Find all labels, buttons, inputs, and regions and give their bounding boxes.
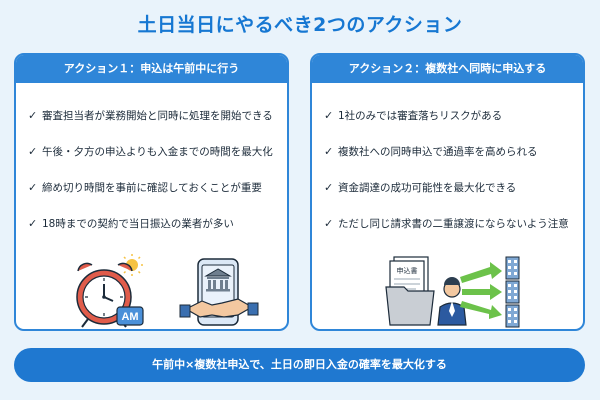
list-item-label: 資金調達の成功可能性を最大化できる [338,181,517,194]
alarm-clock-icon: AM [76,254,144,328]
list-item-label: 18時までの契約で当日振込の業者が多い [42,217,234,230]
check-icon: ✓ [324,144,334,158]
check-icon: ✓ [324,216,334,230]
am-badge: AM [121,311,138,323]
handshake-bank-phone-icon [179,258,259,326]
list-item: ✓ 資金調達の成功可能性を最大化できる [324,169,583,205]
list-item-label: ただし同じ請求書の二重譲渡にならないよう注意 [338,217,569,230]
check-icon: ✓ [28,144,38,158]
action-2-illustration: 申込書 [385,256,520,328]
folder-icon: 申込書 [385,256,435,326]
list-item-label: 締め切り時間を事前に確認しておくことが重要 [42,181,262,194]
building-icon [505,256,520,328]
list-item-label: 午後・夕方の申込よりも入金までの時間を最大化 [42,145,273,158]
list-item: ✓ 1社のみでは審査落ちリスクがある [324,97,583,133]
action-1-list: ✓ 審査担当者が業務開始と同時に処理を開始できる ✓ 午後・夕方の申込よりも入金まで… [16,83,287,241]
list-item-label: 1社のみでは審査落ちリスクがある [338,109,503,122]
action-2-header: アクション２：複数社へ同時に申込する [312,55,583,83]
list-item: ✓ 締め切り時間を事前に確認しておくことが重要 [28,169,287,205]
action-2-panel: アクション２：複数社へ同時に申込する ✓ 1社のみでは審査落ちリスクがある ✓ 複数… [310,53,585,331]
action-1-illustration: AM [76,254,259,328]
check-icon: ✓ [28,180,38,194]
list-item-label: 複数社への同時申込で通過率を高められる [338,145,538,158]
check-icon: ✓ [28,216,38,230]
list-item: ✓ 審査担当者が業務開始と同時に処理を開始できる [28,97,287,133]
page-title: 土日当日にやるべき2つのアクション [137,14,463,36]
businessman-icon [437,277,467,326]
list-item: ✓ 18時までの契約で当日振込の業者が多い [28,205,287,241]
check-icon: ✓ [324,180,334,194]
action-1-panel: アクション１：申込は午前中に行う ✓ 審査担当者が業務開始と同時に処理を開始できる… [14,53,289,331]
list-item: ✓ 午後・夕方の申込よりも入金までの時間を最大化 [28,133,287,169]
check-icon: ✓ [324,108,334,122]
list-item: ✓ 複数社への同時申込で通過率を高められる [324,133,583,169]
action-1-header: アクション１：申込は午前中に行う [16,55,287,83]
check-icon: ✓ [28,108,38,122]
action-2-list: ✓ 1社のみでは審査落ちリスクがある ✓ 複数社への同時申込で通過率を高められる ✓… [312,83,583,241]
list-item-label: 審査担当者が業務開始と同時に処理を開始できる [42,109,273,122]
list-item: ✓ ただし同じ請求書の二重譲渡にならないよう注意 [324,205,583,241]
summary-banner: 午前中×複数社申込で、土日の即日入金の確率を最大化する [14,348,585,382]
form-label: 申込書 [397,266,418,275]
arrow-icons [460,262,502,319]
